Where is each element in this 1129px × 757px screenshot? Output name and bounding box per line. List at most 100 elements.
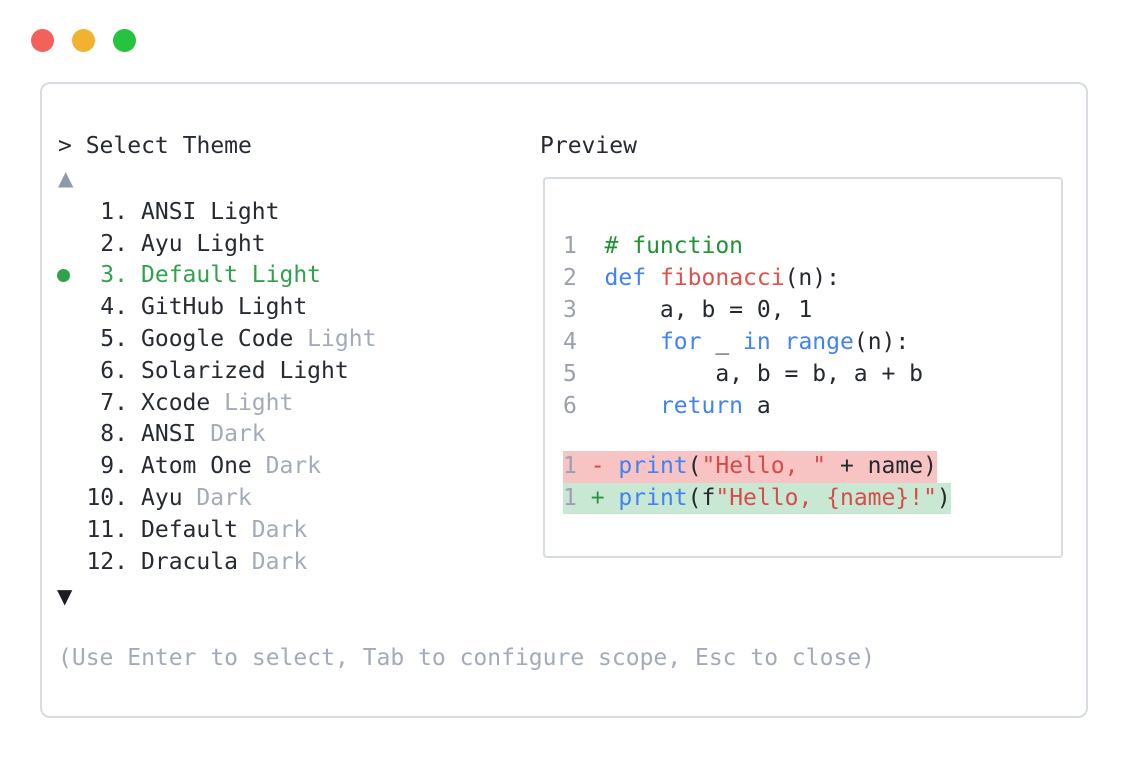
diff-marker: - bbox=[590, 453, 619, 479]
code-line: 2 def fibonacci(n): bbox=[563, 262, 1061, 294]
theme-item-variant: Light bbox=[210, 389, 294, 416]
code-token: range bbox=[784, 329, 854, 355]
code-token: "Hello, {name}!" bbox=[715, 484, 937, 511]
line-number: 1 bbox=[563, 484, 591, 511]
diff-marker: + bbox=[590, 484, 619, 511]
theme-item-ayu-dark[interactable]: 10. Ayu Dark bbox=[56, 482, 376, 514]
theme-item-name: Xcode bbox=[141, 389, 211, 416]
theme-item-number: 2. bbox=[100, 230, 128, 257]
code-token: _ bbox=[701, 329, 744, 355]
diff-highlight-removed: 1 - print("Hello, " + name) bbox=[563, 451, 937, 483]
code-token: (n): bbox=[784, 265, 840, 291]
code-line: 6 return a bbox=[563, 390, 1061, 422]
theme-item-name: Dracula bbox=[141, 548, 238, 575]
line-number: 1 bbox=[563, 453, 591, 479]
theme-item-number: 4. bbox=[100, 294, 128, 321]
code-token: return bbox=[659, 393, 744, 419]
code-token: "Hello, " bbox=[701, 453, 827, 479]
theme-item-atom-one-dark[interactable]: 9.Atom One Dark bbox=[56, 450, 376, 482]
theme-item-default-light[interactable]: 3.Default Light bbox=[56, 260, 376, 292]
code-token: a, b = 0, 1 bbox=[604, 297, 813, 323]
scroll-up-icon[interactable]: ▲ bbox=[58, 166, 74, 190]
code-token: print bbox=[618, 484, 688, 511]
theme-item-name: Ayu Light bbox=[141, 230, 266, 257]
theme-item-number: 8. bbox=[100, 421, 128, 448]
window-controls bbox=[31, 29, 136, 52]
code-token bbox=[605, 329, 660, 355]
theme-item-google-code-light[interactable]: 5. Google Code Light bbox=[56, 323, 376, 355]
theme-item-number: 11. bbox=[86, 516, 128, 543]
theme-item-variant: Dark bbox=[182, 485, 252, 512]
code-token: for bbox=[659, 329, 702, 355]
hint-text: (Use Enter to select, Tab to configure s… bbox=[58, 645, 875, 671]
theme-item-name: Google Code bbox=[141, 326, 294, 353]
theme-item-default-dark[interactable]: 11.Default Dark bbox=[56, 514, 376, 546]
bullet-slot bbox=[56, 396, 86, 409]
theme-item-name: Default Light bbox=[141, 262, 322, 289]
code-token: print bbox=[618, 453, 688, 479]
line-number: 4 bbox=[563, 329, 605, 355]
minimize-button[interactable] bbox=[72, 29, 95, 52]
diff-block: 1 - print("Hello, " + name)1 + print(f"H… bbox=[563, 451, 1061, 514]
code-line: 5 a, b = b, a + b bbox=[563, 358, 1061, 390]
theme-item-number: 7. bbox=[100, 389, 128, 416]
code-token: ) bbox=[936, 484, 951, 511]
close-button[interactable] bbox=[31, 29, 54, 52]
theme-item-xcode-light[interactable]: 7. Xcode Light bbox=[56, 387, 376, 419]
line-number: 5 bbox=[563, 361, 605, 387]
code-line: 4 for _ in range(n): bbox=[563, 326, 1061, 358]
bullet-slot bbox=[56, 364, 86, 377]
theme-item-variant: Dark bbox=[251, 453, 322, 480]
code-token bbox=[771, 329, 785, 355]
diff-spacer bbox=[563, 422, 1061, 451]
code-token: a bbox=[743, 393, 771, 419]
theme-item-name: ANSI Light bbox=[141, 198, 280, 225]
theme-item-solarized-light[interactable]: 6. Solarized Light bbox=[56, 355, 376, 387]
bullet-slot bbox=[56, 301, 86, 314]
bullet-slot bbox=[56, 492, 86, 505]
preview-title: Preview bbox=[540, 133, 637, 159]
code-token: ( bbox=[687, 453, 702, 479]
bullet-slot bbox=[56, 428, 86, 441]
bullet-slot bbox=[56, 523, 86, 536]
code-token: a, b = b, a + b bbox=[604, 361, 924, 387]
code-token: # function bbox=[604, 233, 744, 259]
diff-line-added: 1 + print(f"Hello, {name}!") bbox=[563, 482, 1061, 514]
theme-item-dracula-dark[interactable]: 12.Dracula Dark bbox=[56, 546, 376, 578]
theme-item-ansi-dark[interactable]: 8. ANSI Dark bbox=[56, 419, 376, 451]
theme-item-name: Atom One bbox=[141, 453, 252, 480]
maximize-button[interactable] bbox=[113, 29, 136, 52]
theme-item-name: Default bbox=[141, 516, 238, 543]
theme-item-github-light[interactable]: 4. GitHub Light bbox=[56, 291, 376, 323]
diff-highlight-added: 1 + print(f"Hello, {name}!") bbox=[563, 482, 951, 514]
line-number: 3 bbox=[563, 297, 605, 323]
theme-item-name: Ayu bbox=[141, 485, 183, 512]
theme-item-variant: Dark bbox=[196, 421, 266, 448]
code-token: in bbox=[743, 329, 771, 355]
theme-item-ayu-light[interactable]: 2. Ayu Light bbox=[56, 228, 376, 260]
code-token: (f bbox=[687, 484, 716, 511]
theme-item-name: Solarized Light bbox=[141, 357, 349, 384]
theme-item-variant: Light bbox=[293, 326, 377, 353]
line-number: 1 bbox=[563, 233, 605, 259]
code-token bbox=[646, 265, 660, 291]
theme-item-name: ANSI bbox=[141, 421, 197, 448]
bullet-slot bbox=[56, 460, 86, 473]
code-token: (n): bbox=[853, 329, 910, 355]
theme-item-number: 5. bbox=[100, 326, 128, 353]
diff-line-removed: 1 - print("Hello, " + name) bbox=[563, 451, 1061, 483]
picker-title: > Select Theme bbox=[58, 133, 252, 159]
code-line: 3 a, b = 0, 1 bbox=[563, 294, 1061, 326]
code-line: 1 # function bbox=[563, 230, 1061, 262]
scroll-down-icon[interactable]: ▼ bbox=[57, 584, 73, 608]
theme-item-number: 10. bbox=[86, 485, 128, 512]
code-token: + name) bbox=[826, 453, 937, 479]
bullet-slot bbox=[56, 205, 86, 218]
theme-item-ansi-light[interactable]: 1.ANSI Light bbox=[56, 196, 376, 228]
theme-item-number: 6. bbox=[100, 357, 128, 384]
theme-item-name: GitHub Light bbox=[141, 294, 308, 321]
line-number: 2 bbox=[563, 265, 605, 291]
